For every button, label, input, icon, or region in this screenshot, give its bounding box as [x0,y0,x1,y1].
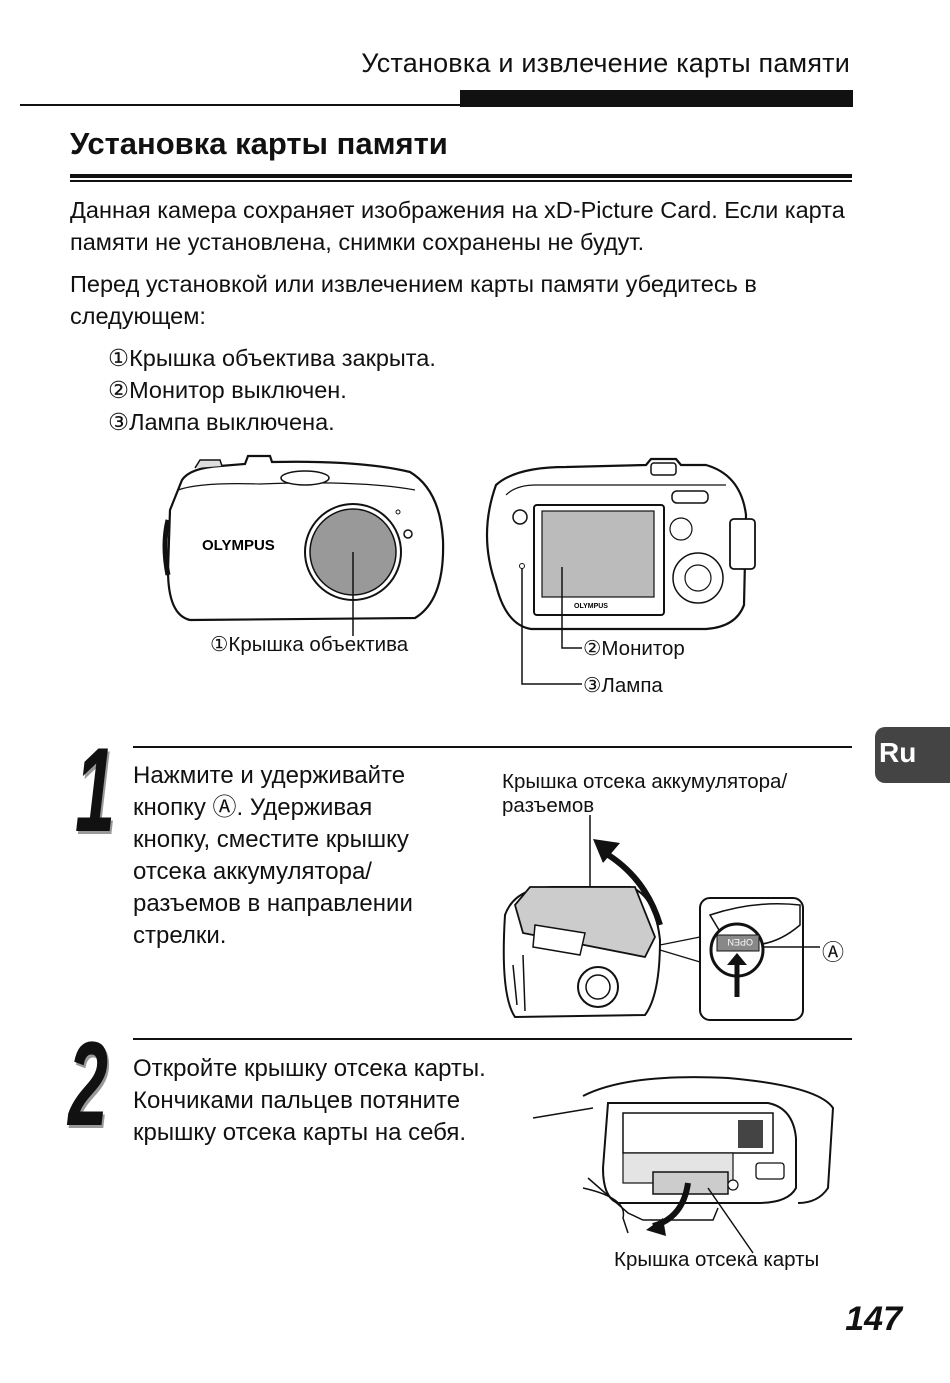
step-1-rule [133,746,852,748]
intro-paragraph-2: Перед установкой или извлечением карты п… [70,271,757,329]
label-lamp: ③Лампа [583,674,663,697]
step-2-number: 2 [68,1017,109,1151]
intro-paragraph-1: Данная камера сохраняет изображения на x… [70,197,845,255]
step-1-number: 1 [75,723,116,857]
camera-back-illustration: OLYMPUS [485,457,756,685]
header-rule [20,104,460,106]
checklist-item: ③Лампа выключена. [108,409,335,435]
step-2-text: Откройте крышку отсека карты. Кончиками … [133,1055,486,1146]
label-lens-cap: ①Крышка объектива [210,633,409,656]
section-title: Установка карты памяти [70,126,448,161]
camera-front-illustration: OLYMPUS [162,454,445,636]
page-number: 147 [845,1300,902,1338]
camera-brand-logo: OLYMPUS [202,537,275,554]
checklist: ①Крышка объектива закрыта. ②Монитор выкл… [108,342,436,438]
open-switch-label: OPEN [727,937,753,947]
card-cover-illustration [532,1076,835,1254]
camera-back-brand: OLYMPUS [574,603,608,610]
label-card-cover: Крышка отсека карты [614,1248,820,1271]
checklist-item: ①Крышка объектива закрыта. [108,345,436,371]
header-bar [460,90,853,107]
checklist-item: ②Монитор выключен. [108,377,347,403]
running-header: Установка и извлечение карты памяти [361,48,850,78]
section-rule-thin [70,180,852,182]
section-rule [70,174,852,178]
battery-cover-illustration: OPEN [502,815,820,1021]
step-1-text: Нажмите и удерживайте кнопку Ⓐ. Удержива… [133,762,413,949]
button-a-callout: Ⓐ [822,940,845,965]
step-2-rule [133,1038,852,1040]
step-1-figure-label: Крышка отсека аккумулятора/ разъемов [502,770,788,817]
label-monitor: ②Монитор [583,637,685,660]
language-tab: Ru [875,727,950,783]
